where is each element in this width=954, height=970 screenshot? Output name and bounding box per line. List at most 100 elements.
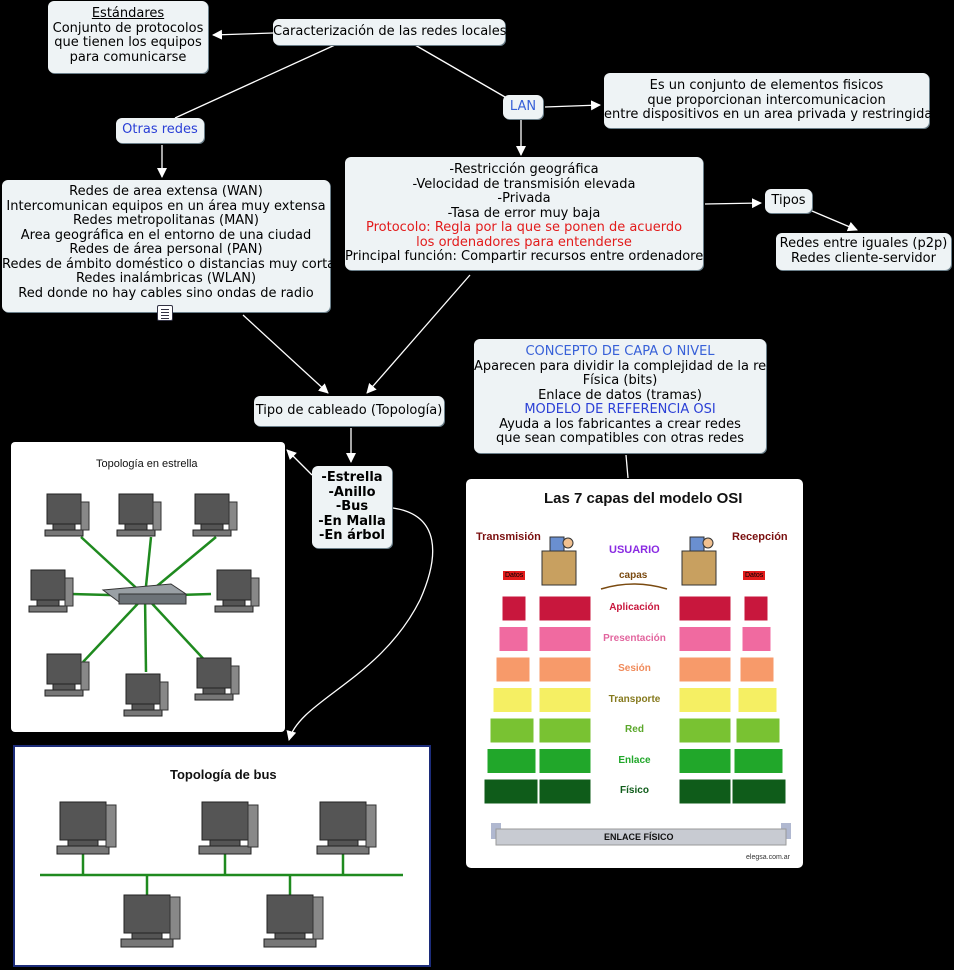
- osi-layer-block: [678, 778, 732, 805]
- wan-line: Redes de area extensa (WAN): [69, 184, 263, 199]
- osi-capas: capas: [619, 570, 648, 581]
- node-caracterizacion[interactable]: Caracterización de las redes locales: [273, 19, 507, 45]
- note-icon[interactable]: [157, 305, 173, 321]
- osi-layer-block: [501, 595, 527, 622]
- wan-line: Redes inalámbricas (WLAN): [75, 271, 257, 286]
- osi-layer-label: Transporte: [608, 693, 661, 705]
- capa-line: Enlace de datos (tramas): [538, 387, 702, 403]
- lan-prop-line: -Velocidad de transmisión elevada: [412, 176, 636, 192]
- osi-layer-block: [735, 717, 781, 744]
- osi-drawing: [483, 536, 791, 846]
- osi-layer-block: [538, 748, 592, 774]
- lan-def-line: entre dispositivos en un area privada y …: [604, 107, 937, 122]
- osi-layer-block: [741, 626, 772, 652]
- tipos-line: Redes cliente-servidor: [791, 250, 936, 266]
- lan-prop-line: -Privada: [497, 191, 551, 206]
- osi-model-image[interactable]: Las 7 capas del modelo OSI Transmisión R…: [466, 479, 803, 868]
- osi-layer-block: [731, 778, 787, 805]
- topologia-item: -En Malla: [318, 513, 386, 529]
- osi-site: elegsa.com.ar: [746, 854, 790, 861]
- osi-usuario: USUARIO: [609, 544, 660, 556]
- node-tipo-cableado[interactable]: Tipo de cableado (Topología): [254, 396, 444, 426]
- osi-layer-block: [678, 656, 732, 683]
- osi-layer-label: Sesión: [618, 663, 651, 674]
- node-topologias[interactable]: -Estrella -Anillo -Bus -En Malla -En árb…: [312, 466, 392, 548]
- osi-datos-left: Datos: [503, 571, 526, 580]
- osi-layer-block: [486, 748, 537, 774]
- otras-redes-label: Otras redes: [122, 122, 198, 137]
- capa-line: Aparecen para dividir la complejidad de …: [474, 358, 775, 374]
- lan-prop-line: -Restricción geográfica: [449, 162, 599, 177]
- osi-layer-block: [678, 687, 732, 713]
- osi-layer-block: [498, 626, 529, 652]
- node-lan-propiedades[interactable]: -Restricción geográfica -Velocidad de tr…: [345, 157, 710, 270]
- estrella-topology-image[interactable]: Topología en estrella: [11, 442, 285, 732]
- capa-heading: CONCEPTO DE CAPA O NIVEL: [525, 344, 715, 359]
- node-concepto-capa[interactable]: CONCEPTO DE CAPA O NIVEL Aparecen para d…: [474, 339, 775, 453]
- osi-layer-block: [737, 687, 778, 713]
- capa-line: Física (bits): [582, 373, 658, 388]
- user-left-icon: [541, 536, 577, 586]
- osi-datos-right: Datos: [743, 571, 766, 580]
- osi-layer-block: [733, 748, 784, 774]
- estandares-title: Estándares: [91, 6, 165, 21]
- osi-layer-label: Aplicación: [609, 602, 660, 613]
- wan-line: Intercomunican equipos en un área muy ex…: [6, 198, 326, 214]
- star-network-drawing: [28, 493, 260, 717]
- lan-def-line: que proporcionan intercomunicacion: [647, 92, 886, 108]
- osi-enlace-fisico: ENLACE FÍSICO: [604, 832, 674, 842]
- bus-title: Topología de bus: [170, 767, 277, 782]
- wan-line: Red donde no hay cables sino ondas de ra…: [18, 285, 314, 301]
- capa-line: Ayuda a los fabricantes a crear redes: [499, 416, 741, 432]
- topologia-item: -En árbol: [319, 528, 385, 543]
- lan-label: LAN: [509, 99, 537, 114]
- osi-layer-block: [739, 656, 775, 683]
- tipos-label: Tipos: [771, 193, 806, 208]
- tipos-line: Redes entre iguales (p2p): [779, 236, 948, 251]
- osi-layer-label: Enlace: [618, 754, 651, 766]
- node-tipos[interactable]: Tipos: [765, 189, 812, 213]
- node-estandares[interactable]: Estándares Conjunto de protocolos que ti…: [48, 1, 208, 73]
- wan-line: Redes de área personal (PAN): [69, 242, 263, 257]
- osi-layer-block: [489, 717, 535, 744]
- node-otras-redes-list[interactable]: Redes de area extensa (WAN) Intercomunic…: [2, 180, 342, 312]
- osi-layer-label: Presentación: [603, 632, 666, 644]
- bus-network-drawing: [40, 801, 403, 948]
- node-lan-definicion[interactable]: Es un conjunto de elementos fisicos que …: [604, 73, 937, 128]
- osi-layer-block: [538, 687, 592, 713]
- osi-layer-block: [483, 778, 539, 805]
- cableado-label: Tipo de cableado (Topología): [255, 403, 443, 418]
- osi-layer-block: [678, 595, 732, 622]
- node-otras-redes[interactable]: Otras redes: [116, 118, 204, 143]
- osi-layer-block: [678, 717, 732, 744]
- osi-layer-block: [538, 717, 592, 744]
- osi-layer-block: [495, 656, 531, 683]
- protocol-line: Protocolo: Regla por la que se ponen de …: [365, 220, 683, 235]
- user-right-icon: [681, 536, 717, 586]
- osi-layer-block: [538, 626, 592, 652]
- osi-title: Las 7 capas del modelo OSI: [544, 490, 743, 507]
- topologia-item: -Anillo: [328, 484, 376, 500]
- node-lan[interactable]: LAN: [503, 95, 543, 119]
- lan-prop-line: -Tasa de error muy baja: [447, 205, 601, 221]
- estandares-line: Conjunto de protocolos: [52, 20, 204, 36]
- wan-line: Redes de ámbito doméstico o distancias m…: [2, 256, 342, 272]
- caracterizacion-label: Caracterización de las redes locales: [273, 24, 507, 39]
- lan-def-line: Es un conjunto de elementos fisicos: [649, 78, 884, 93]
- osi-recepcion: Recepción: [732, 531, 788, 543]
- osi-layer-label: Red: [625, 724, 644, 735]
- osi-layer-block: [538, 595, 592, 622]
- osi-layer-block: [492, 687, 533, 713]
- wan-line: Redes metropolitanas (MAN): [73, 213, 259, 228]
- node-tipos-list[interactable]: Redes entre iguales (p2p) Redes cliente-…: [776, 233, 951, 270]
- osi-layer-block: [678, 626, 732, 652]
- capa-line: que sean compatibles con otras redes: [495, 431, 744, 446]
- estrella-title: Topología en estrella: [96, 458, 198, 470]
- protocol-line: los ordenadores para entenderse: [416, 234, 632, 250]
- osi-layer-block: [678, 748, 732, 774]
- osi-transmision: Transmisión: [476, 531, 541, 543]
- topologia-item: -Estrella: [321, 470, 383, 485]
- estandares-line: que tienen los equipos: [54, 35, 202, 50]
- bus-topology-image[interactable]: Topología de bus: [13, 745, 431, 967]
